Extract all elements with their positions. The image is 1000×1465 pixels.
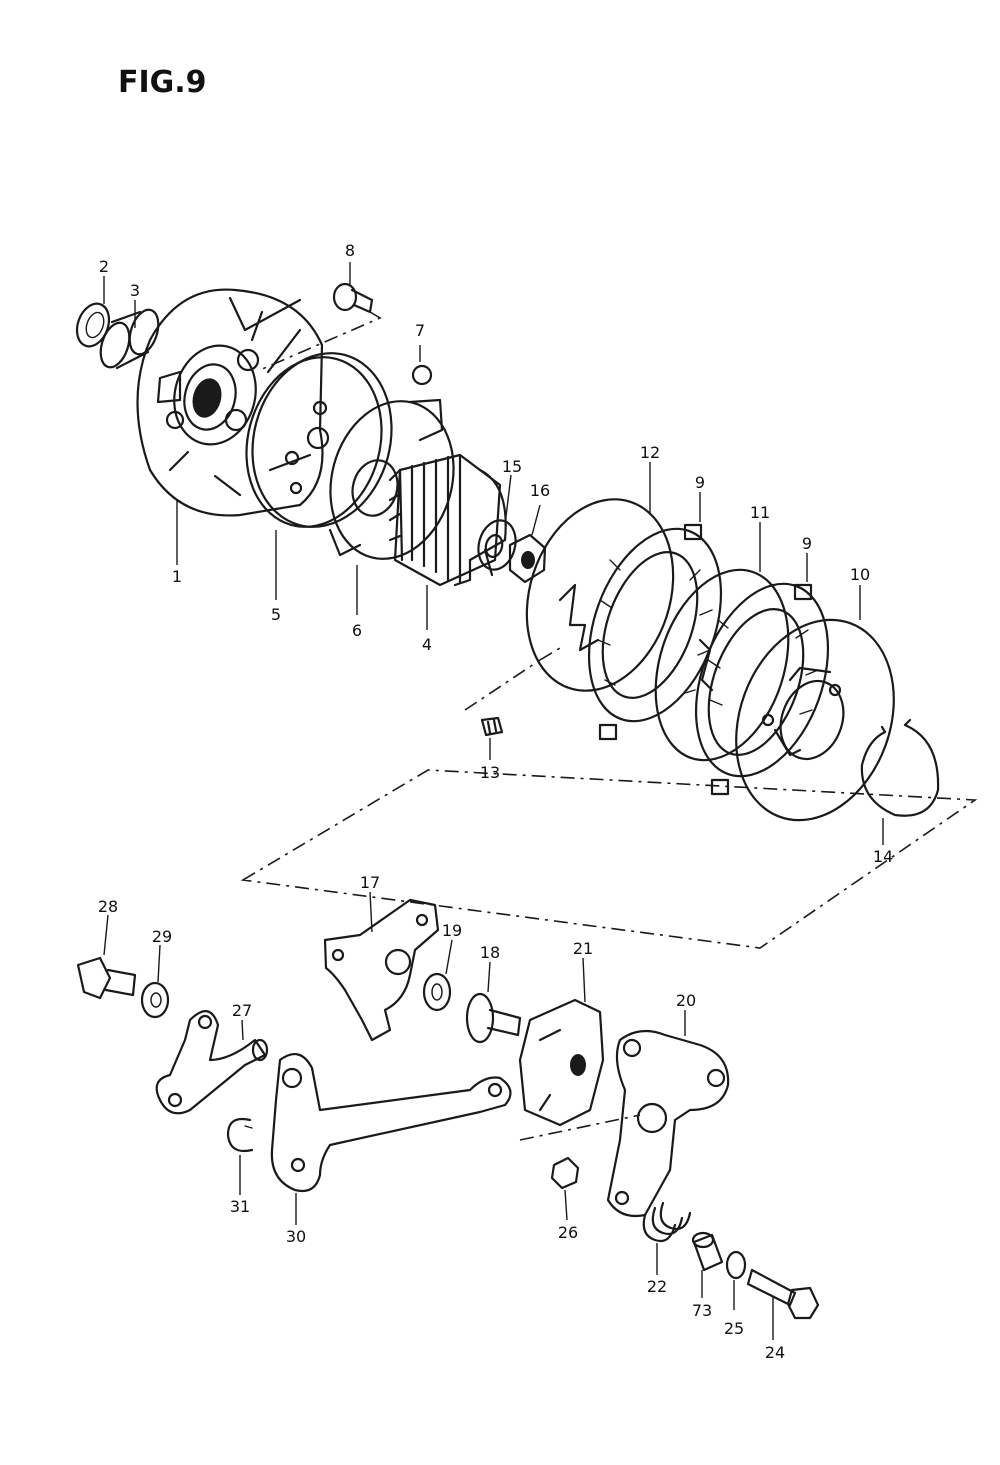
callout-17: 17 [360,873,380,892]
callout-28: 28 [98,897,118,916]
callout-3: 3 [130,281,140,300]
part-25-washer [725,1250,747,1280]
part-12-disc [525,498,675,692]
part-2-washer [75,302,111,348]
part-1-clutch-housing [136,288,324,517]
callout-8: 8 [345,241,355,260]
part-19-washer [422,972,452,1012]
callout-4: 4 [422,635,432,654]
callout-24: 24 [765,1343,785,1362]
callout-10: 10 [850,565,870,584]
part-26-nut [550,1156,580,1190]
part-29-washer [140,981,170,1019]
part-30-crank [270,1052,512,1193]
callout-26: 26 [558,1223,578,1242]
callout-2: 2 [99,257,109,276]
part-9b-friction-plate [694,582,830,796]
part-17-plate [323,898,440,1042]
callout-1: 1 [172,567,182,586]
callout-16: 16 [530,481,550,500]
part-22-spring [642,1201,692,1243]
part-14-circlip [860,718,940,817]
callout-19: 19 [442,921,462,940]
part-3-bushing [99,308,160,370]
part-13-pin [480,716,504,737]
callout-14: 14 [873,847,893,866]
part-24-bolt [746,1268,820,1320]
callout-31: 31 [230,1197,250,1216]
callout-leaders [103,262,884,1340]
figure-title: FIG.9 [118,65,207,100]
callout-20: 20 [676,991,696,1010]
callout-13: 13 [480,763,500,782]
callout-15: 15 [502,457,522,476]
part-15-washer [477,519,517,571]
part-9a-friction-plate [587,523,723,741]
part-10-pressure-plate [735,618,895,822]
part-20-bracket [606,1029,730,1218]
callout-29: 29 [152,927,172,946]
part-7-ball [411,364,433,386]
part-11-plain-plate [654,568,790,762]
part-18-screw [465,992,522,1044]
part-21-cam [518,998,605,1127]
callout-30: 30 [286,1227,306,1246]
part-73-sleeve [691,1231,724,1272]
part-4-splined-hub [388,453,507,587]
part-16-nut [508,533,547,584]
part-5-plate [245,352,393,528]
callout-21: 21 [573,939,593,958]
callout-73: 73 [692,1301,712,1320]
callout-7: 7 [415,321,425,340]
part-31-clip [226,1117,254,1153]
part-28-bolt [76,956,137,1000]
part-8-bolt [332,282,374,314]
callout-25: 25 [724,1319,744,1338]
callout-5: 5 [271,605,281,624]
part-6-drive-plate [328,398,455,560]
callout-11: 11 [750,503,770,522]
callout-6: 6 [352,621,362,640]
part-27-lever [155,1010,269,1115]
callout-9b: 9 [802,534,812,553]
callout-18: 18 [480,943,500,962]
callout-27: 27 [232,1001,252,1020]
callout-9a: 9 [695,473,705,492]
callout-12: 12 [640,443,660,462]
callout-22: 22 [647,1277,667,1296]
